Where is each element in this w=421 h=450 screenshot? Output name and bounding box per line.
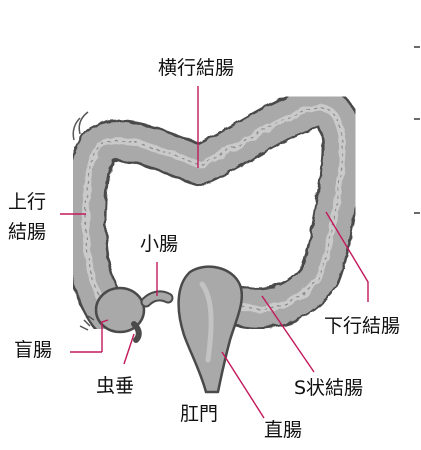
label-rectum: 直腸 — [264, 420, 302, 442]
label-cecum: 盲腸 — [14, 340, 52, 362]
label-ascending-colon-line2: 結腸 — [8, 222, 46, 244]
edge-mark — [414, 46, 420, 48]
edge-mark — [414, 118, 420, 120]
label-transverse-colon: 横行結腸 — [158, 58, 234, 80]
edge-mark — [414, 212, 420, 214]
label-appendix: 虫垂 — [96, 376, 134, 398]
motion-stroke-bottom — [80, 326, 88, 330]
label-descending-colon: 下行結腸 — [324, 316, 400, 338]
label-sigmoid-colon: S状結腸 — [294, 378, 363, 400]
leader-appendix — [124, 334, 134, 364]
leader-rectum — [222, 352, 264, 418]
label-ascending-colon-line1: 上行 — [8, 192, 46, 214]
appendix-shape — [134, 324, 139, 340]
label-small-intestine: 小腸 — [140, 234, 178, 256]
label-anus: 肛門 — [180, 404, 218, 426]
